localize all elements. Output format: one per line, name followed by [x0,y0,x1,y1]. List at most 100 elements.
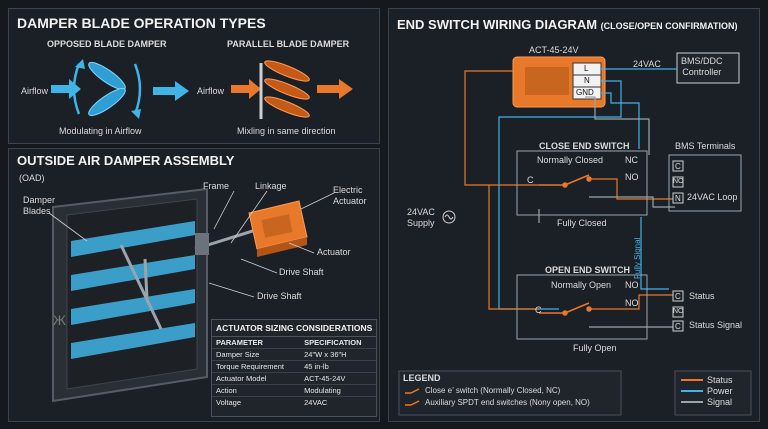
table-cell: 24VAC [304,398,328,407]
bms-terminals-title: BMS Terminals [675,141,736,151]
label-drive-shaft-2: Drive Shaft [257,291,302,301]
close-switch-title: CLOSE END SWITCH [539,141,630,151]
open-switch-no-label: Normally Open [551,280,612,290]
bms-term-n: N [675,194,681,203]
actuator-box [512,56,606,108]
bms-terminal-n [672,192,684,204]
close-switch-nc-tag: NC [625,155,638,165]
open-switch-c-tag: C [535,305,542,315]
open-switch-no-tag: NO [625,280,639,290]
table-cell: Torque Requirement [216,362,284,371]
terminal-l: L [584,64,589,73]
opposed-outflow-arrow [153,81,189,101]
airflow-right-label: Airflow [197,86,225,96]
legend-box [398,370,622,416]
close-switch-box [516,150,648,216]
assembly-subtitle: (OAD) [19,173,45,183]
label-frame: Frame [203,181,230,191]
wiring-title: END SWITCH WIRING DIAGRAM (CLOSE/OPEN CO… [397,17,738,32]
legend-switch-icon-1 [405,388,420,394]
status-terminal-c2 [672,320,684,332]
airflow-left-label: Airflow [21,86,49,96]
table-cell: 45 in-lb [304,362,329,371]
table-row: Action Modulating [212,384,376,397]
label-damper-blades: Damper Blades [23,195,56,216]
label-actuator: Actuator [317,247,351,257]
sizing-table: PARAMETER SPECIFICATION Damper Size 24"W … [212,336,376,408]
status-terminal-c [672,290,684,302]
sizing-box: ACTUATOR SIZING CONSIDERATIONS PARAMETER… [211,319,377,417]
actuator-model-label: ACT-45-24V [529,45,579,55]
key-label-signal: Signal [707,397,733,407]
label-linkage: Linkage [255,181,287,191]
status-signal-label: Status Signal [689,320,743,330]
assembly-title: OUTSIDE AIR DAMPER ASSEMBLY [17,153,235,168]
status-term-no: NO [673,308,684,315]
open-switch-no-tag2: NO [625,298,639,308]
table-cell: Voltage [216,398,242,407]
legend-item: Auxiliary SPDT end switches (Nony open, … [425,398,590,407]
bms-term-no: NO [673,178,684,185]
open-switch-caption: Fully Open [573,343,617,353]
key-box [674,370,752,416]
ac-supply-icon [442,210,456,224]
damper-assembly-drawing: Ж [48,187,335,403]
status-term-c2: C [675,322,681,331]
wiring-title-suffix: (CLOSE/OPEN CONFIRMATION) [600,21,738,31]
table-row: Torque Requirement 45 in-lb [212,360,376,373]
parallel-blades [259,60,310,119]
blade-operation-panel: DAMPER BLADE OPERATION TYPES OPPOSED BLA… [8,8,380,144]
sizing-header: SPECIFICATION [304,338,362,347]
table-cell: Action [216,386,237,395]
status-label: Status [689,291,715,301]
open-switch-title: OPEN END SWITCH [545,265,631,275]
table-cell: ACT-45-24V [304,374,346,383]
wiring-title-main: END SWITCH WIRING DIAGRAM [397,17,598,32]
linkage [119,227,260,330]
assembly-panel: OUTSIDE AIR DAMPER ASSEMBLY (OAD) [8,148,380,422]
parallel-title: PARALLEL BLADE DAMPER [227,39,350,49]
bms-terminal-no [672,176,684,188]
frame-logo: Ж [53,312,66,328]
signal-wires [538,96,679,328]
close-switch-nc-label: Normally Closed [537,155,604,165]
opposed-title: OPPOSED BLADE DAMPER [47,39,167,49]
table-cell: Damper Size [216,350,260,359]
bms-controller-box [676,52,740,84]
blade-diagrams [51,59,353,119]
wiring-drawing [398,52,752,416]
opposed-caption: Modulating in Airflow [59,126,142,136]
v24-label: 24VAC [633,59,661,69]
status-wires [464,70,679,310]
electric-actuator [248,200,308,257]
sizing-header-row: PARAMETER SPECIFICATION [212,336,376,349]
bms-controller-label: BMS/DDC Controller [681,56,723,77]
legend-title: LEGEND [403,373,441,383]
parallel-caption: Mixling in same direction [237,126,336,136]
wiring-panel: END SWITCH WIRING DIAGRAM (CLOSE/OPEN CO… [388,8,760,422]
legend-item: Close e’ switch (Normally Closed, NC) [425,386,561,395]
sizing-header: PARAMETER [216,338,263,347]
bms-terminal-c [672,160,684,172]
fully-signal-label: Fully Signal [633,237,642,279]
label-electric-actuator: Electric Actuator [333,185,367,206]
close-switch-c-tag: C [527,175,534,185]
parallel-airflow-arrow [231,79,261,99]
table-row: Damper Size 24"W x 36"H [212,348,376,361]
key-label-status: Status [707,375,733,385]
opposed-blades [72,59,142,119]
sizing-title: ACTUATOR SIZING CONSIDERATIONS [216,323,373,333]
leader-lines [48,190,335,298]
open-switch-symbol [539,302,592,316]
table-cell: 24"W x 36"H [304,350,347,359]
close-switch-symbol [539,174,592,188]
parallel-outflow-arrow [317,79,353,99]
bms-loop-label: 24VAC Loop [687,192,738,202]
key-label-power: Power [707,386,733,396]
table-cell: Modulating [304,386,341,395]
close-switch-caption: Fully Closed [557,218,607,228]
status-terminal-no [672,306,684,318]
bms-terminals-box [668,154,742,212]
opposed-airflow-arrow [51,79,81,99]
